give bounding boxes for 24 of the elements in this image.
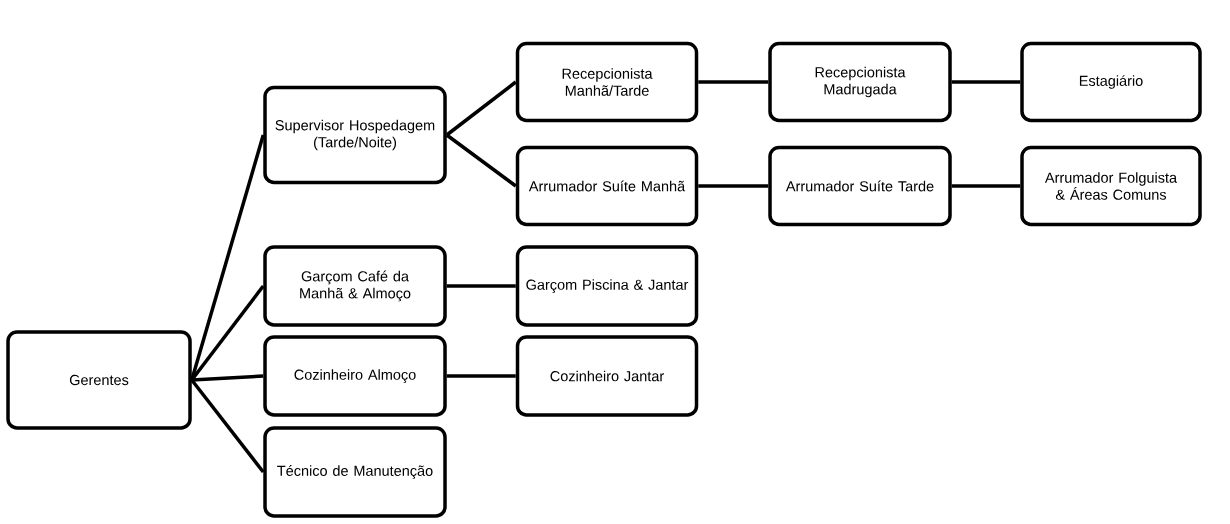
role-box: Gerentes bbox=[6, 330, 192, 430]
role-box: Garçom Piscina & Jantar bbox=[515, 245, 699, 327]
role-box: Cozinheiro Almoço bbox=[263, 335, 447, 417]
role-box: Recepcionista Madrugada bbox=[768, 41, 952, 123]
connector-line bbox=[190, 378, 265, 474]
role-box: Supervisor Hospedagem (Tarde/Noite) bbox=[263, 85, 447, 185]
connector-line bbox=[951, 184, 1021, 188]
connector-line bbox=[446, 374, 516, 378]
role-box: Recepcionista Manhã/Tarde bbox=[515, 41, 699, 123]
connector-line bbox=[445, 80, 517, 137]
role-box: Cozinheiro Jantar bbox=[515, 335, 699, 417]
role-box: Técnico de Manutenção bbox=[263, 426, 447, 518]
connector-line bbox=[951, 80, 1021, 84]
role-box: Garçom Café da Manhã & Almoço bbox=[263, 245, 447, 327]
connector-line bbox=[445, 133, 517, 188]
role-box: Arrumador Folguista & Áreas Comuns bbox=[1020, 145, 1202, 227]
role-box: Arrumador Suíte Manhã bbox=[515, 145, 699, 227]
connector-line bbox=[446, 284, 516, 288]
connector-line bbox=[191, 374, 264, 382]
connector-line bbox=[698, 184, 769, 188]
role-box: Estagiário bbox=[1020, 41, 1202, 123]
connector-line bbox=[190, 134, 265, 381]
connector-line bbox=[698, 80, 769, 84]
role-box: Arrumador Suíte Tarde bbox=[768, 145, 952, 227]
